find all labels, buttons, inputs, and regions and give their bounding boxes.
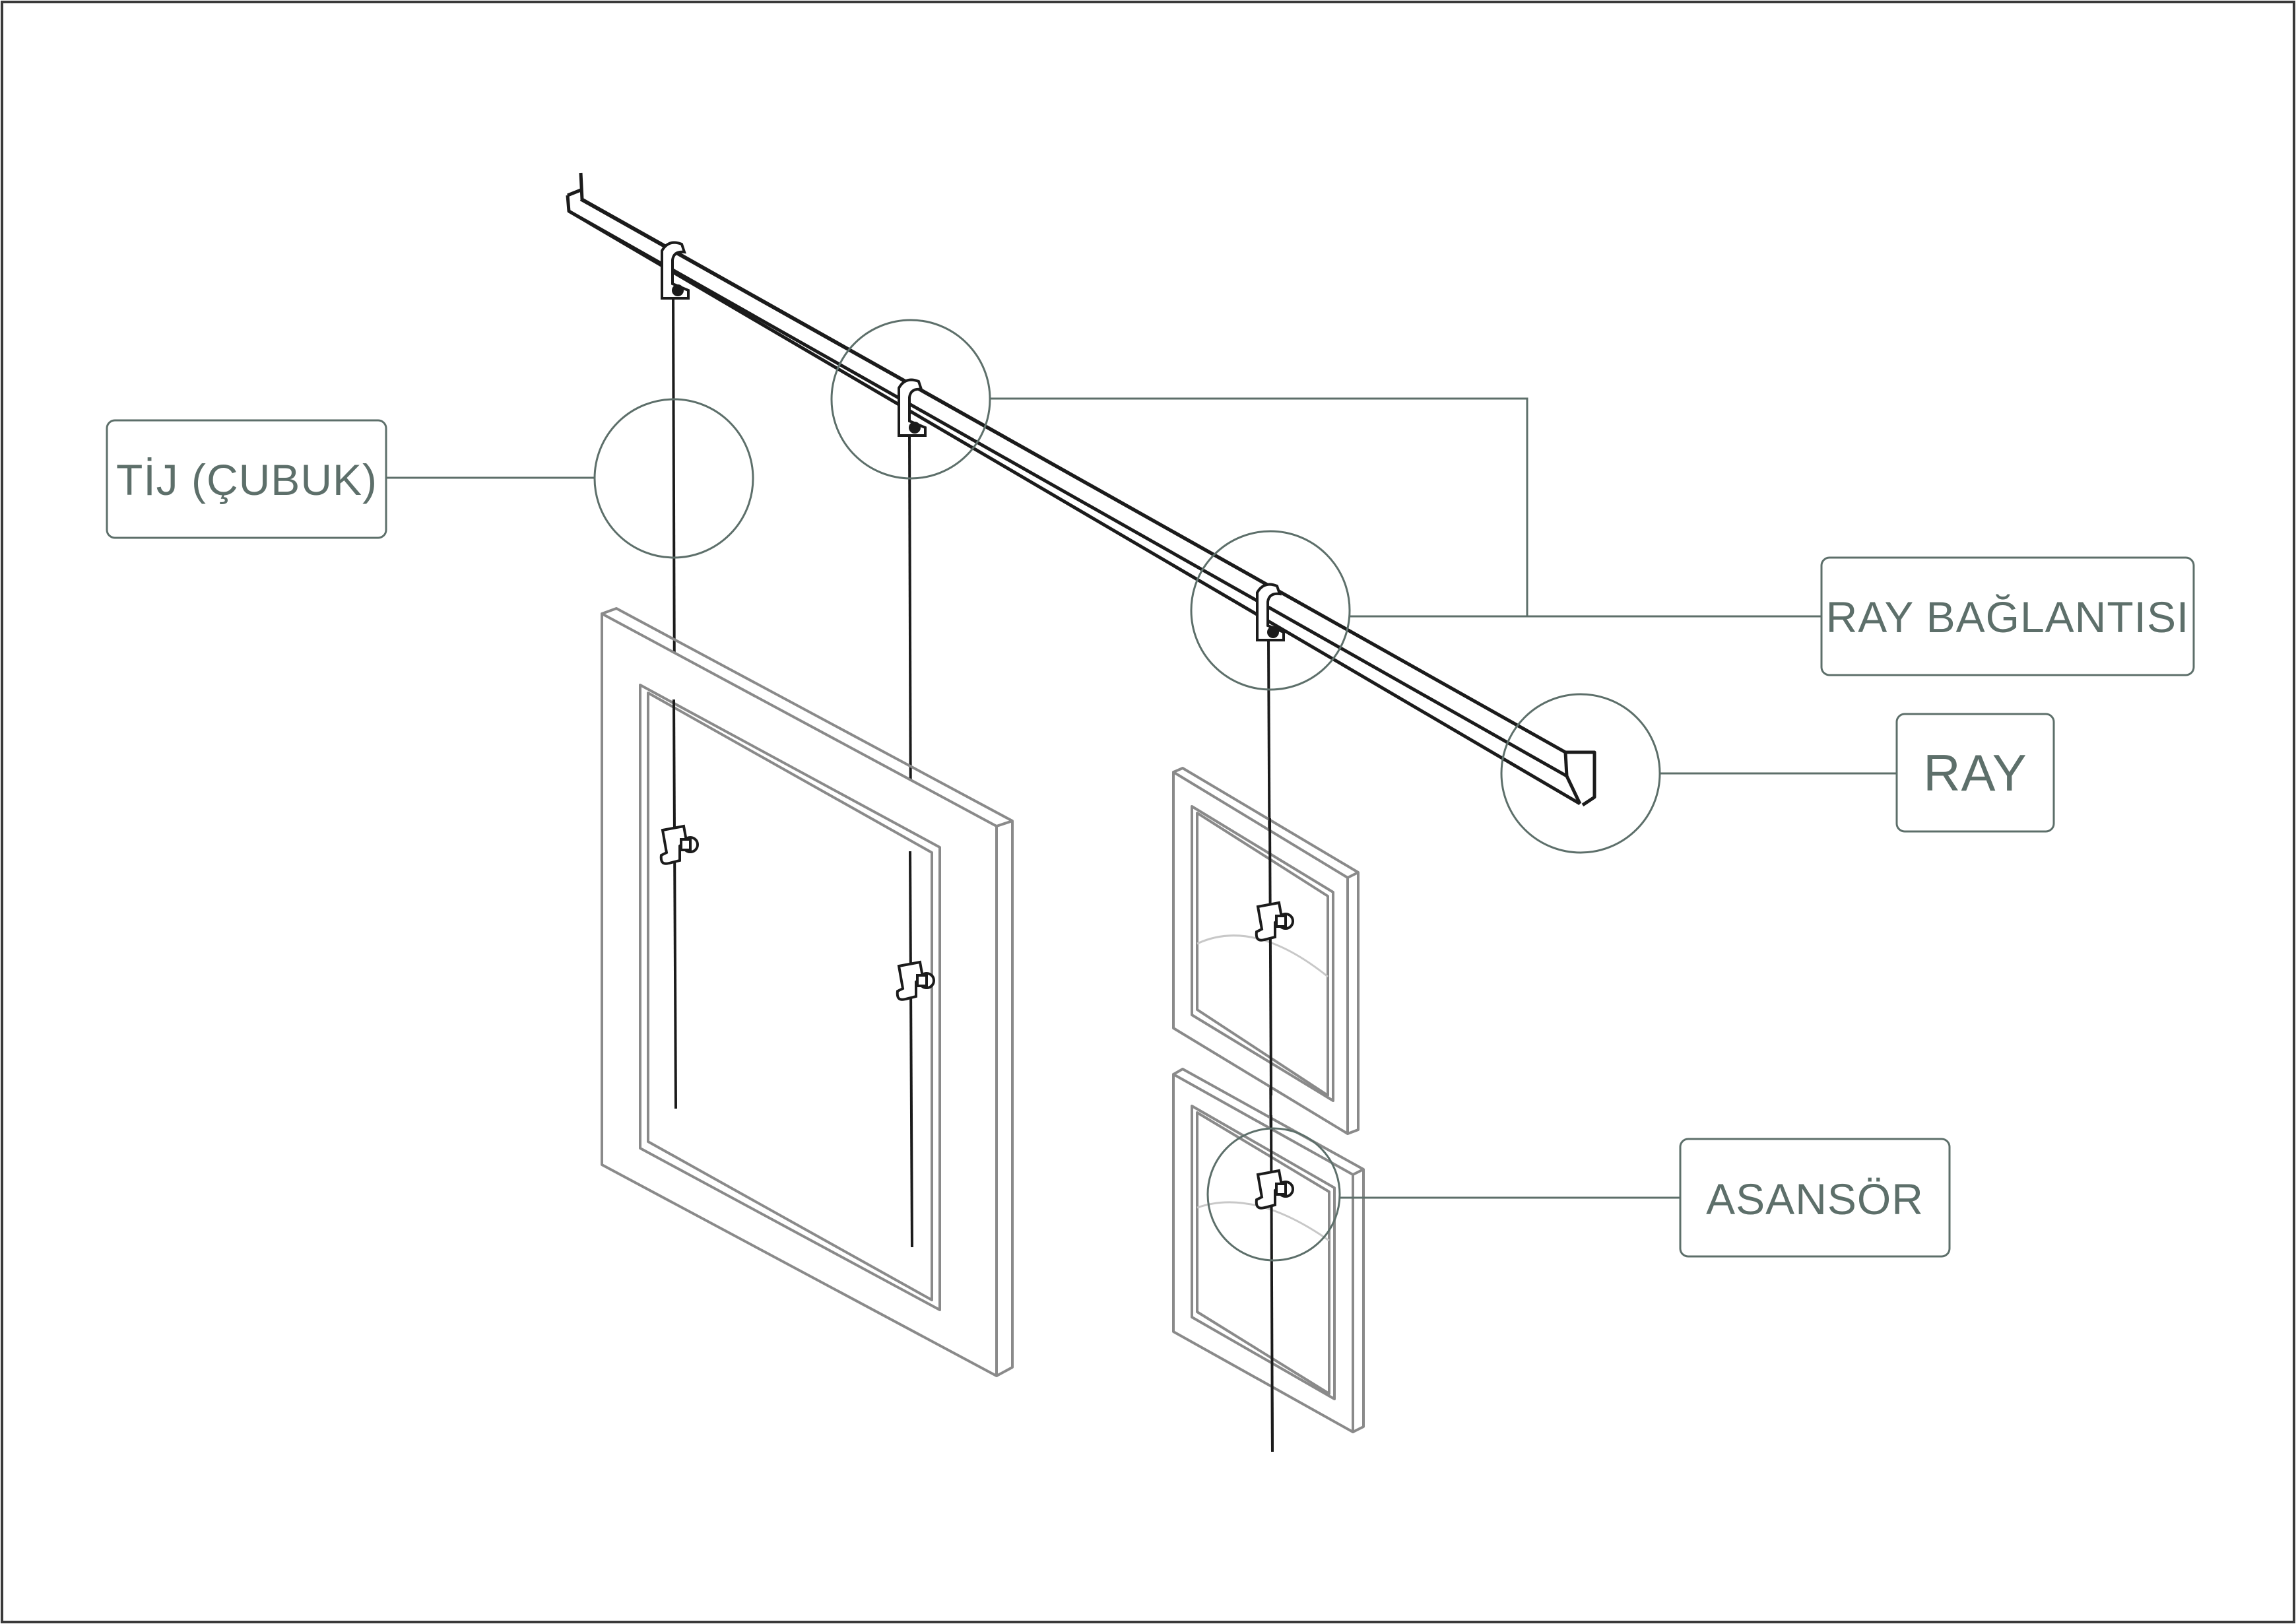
frame-large	[601, 607, 1014, 1377]
frame-small-top	[1172, 767, 1360, 1135]
label-box-rail-connection	[1820, 556, 2195, 676]
label-box-rail	[1895, 713, 2055, 833]
label-rail-connection: RAY BAĞLANTISI	[1826, 593, 2190, 641]
rail-connectors	[661, 241, 1285, 641]
callout-circle-connector-2	[1190, 530, 1351, 691]
elevator-hook-4	[1255, 1169, 1294, 1210]
label-box-elevator	[1679, 1138, 1951, 1258]
label-box-rod	[106, 419, 387, 539]
rail-connector-1	[661, 241, 690, 300]
elevator-hooks	[659, 824, 1294, 1210]
callout-circle-elevator	[1206, 1127, 1341, 1262]
elevator-hook-1	[659, 824, 699, 865]
label-rod: TİJ (ÇUBUK)	[116, 455, 377, 504]
elevator-hook-2	[896, 960, 935, 1001]
frames	[601, 607, 1365, 1433]
frame-small-bottom	[1172, 1068, 1365, 1433]
rail-connector-3	[1256, 583, 1285, 641]
label-boxes	[106, 419, 2195, 1258]
rail-connector-2	[898, 378, 927, 437]
callouts	[387, 319, 1897, 1262]
label-rail: RAY	[1923, 744, 2027, 802]
rail	[566, 172, 1596, 807]
leader-rail-connection	[990, 397, 1821, 618]
label-elevator: ASANSÖR	[1706, 1175, 1924, 1223]
elevator-hook-3	[1255, 901, 1294, 942]
